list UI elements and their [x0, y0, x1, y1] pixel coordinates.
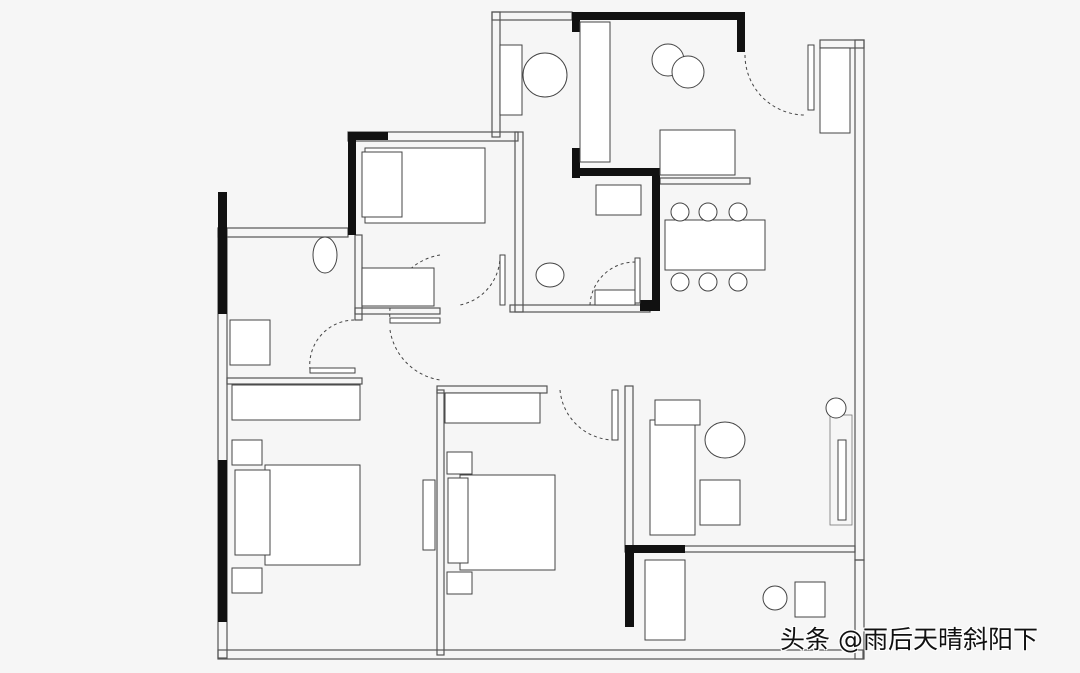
watermark: 头条 @雨后天晴斜阳下 — [780, 625, 1038, 654]
doors — [309, 44, 815, 441]
structural-columns — [218, 12, 745, 627]
furniture — [229, 21, 851, 641]
